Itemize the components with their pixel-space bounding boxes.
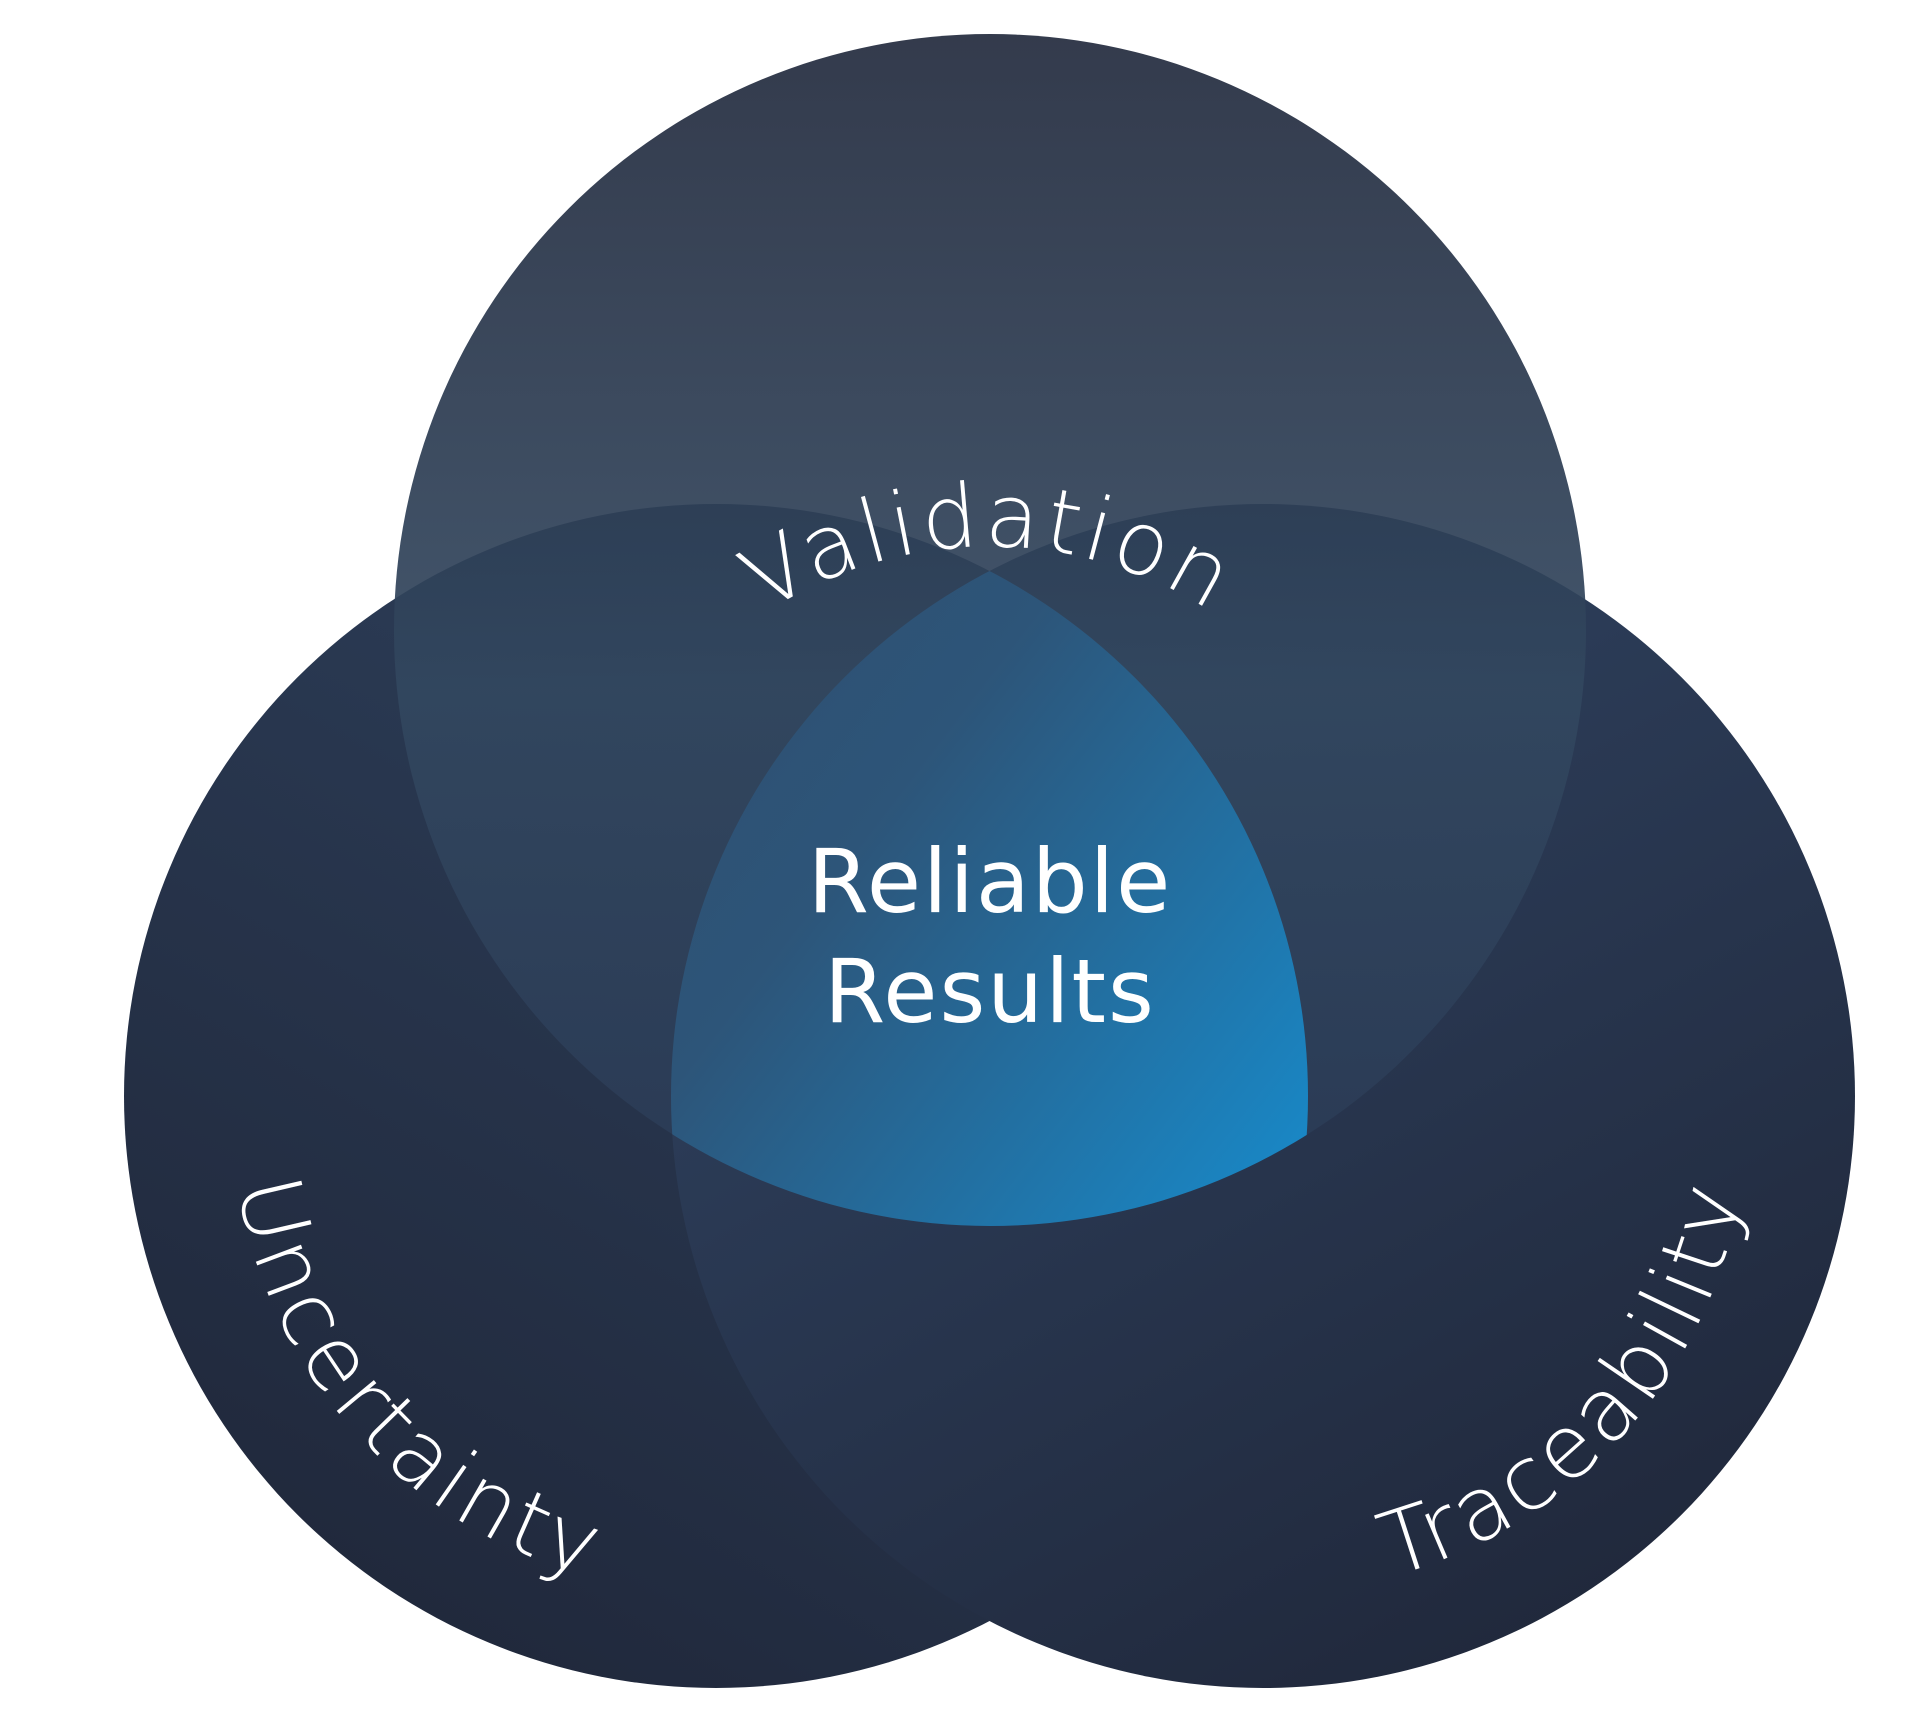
- center-label-line2: Results: [824, 940, 1156, 1043]
- center-label-line1: Reliable: [808, 830, 1173, 933]
